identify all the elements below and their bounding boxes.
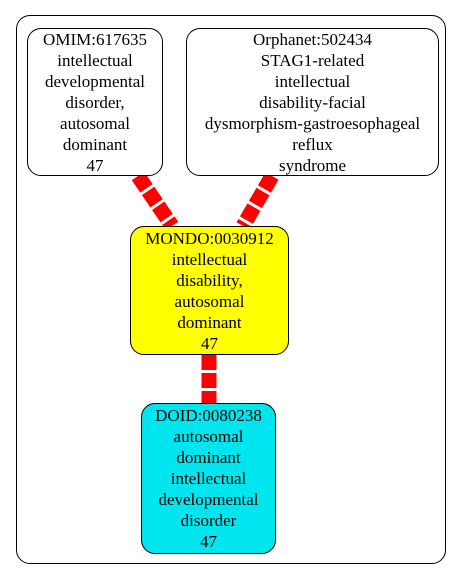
node-label-line: disability-facial <box>259 92 366 112</box>
node-label-line: intellectual <box>171 249 248 269</box>
node-doid[interactable]: DOID:0080238 autosomal dominant intellec… <box>141 403 276 554</box>
node-label-line: intellectual <box>57 50 133 70</box>
node-label-line: developmental <box>158 490 259 509</box>
node-label-line: autosomal <box>174 291 245 311</box>
node-label-line: MONDO:0030912 <box>145 228 274 248</box>
node-label-line: disability, <box>176 270 243 290</box>
node-label-line: disorder <box>180 511 237 530</box>
node-label-line: dysmorphism-gastroesophageal <box>204 113 421 133</box>
node-label-line: intellectual <box>170 469 247 488</box>
node-label-line: reflux <box>292 134 333 154</box>
edge-line <box>236 172 279 230</box>
node-label-line: 47 <box>200 532 217 551</box>
edge-omim-to-mondo <box>131 171 179 231</box>
node-label-line: developmental <box>44 71 146 91</box>
node-label-line: STAG1-related <box>260 50 365 70</box>
node-label-line: 47 <box>200 333 218 353</box>
cluster-boundary <box>16 15 446 564</box>
node-label-line: disorder, <box>65 92 125 112</box>
node-omim[interactable]: OMIM:617635 intellectual developmental d… <box>27 28 163 176</box>
edge-line <box>131 171 179 231</box>
node-label-line: autosomal <box>60 113 130 133</box>
node-label-line: intellectual <box>274 71 351 91</box>
node-orphanet[interactable]: Orphanet:502434 STAG1-related intellectu… <box>186 28 439 176</box>
node-label: OMIM:617635 intellectual developmental d… <box>43 29 147 176</box>
node-label-line: autosomal <box>173 427 244 446</box>
node-mondo[interactable]: MONDO:0030912 intellectual disability, a… <box>130 226 289 355</box>
node-label-line: dominant <box>176 448 241 467</box>
node-label-line: syndrome <box>278 155 347 175</box>
node-label-line: dominant <box>177 312 242 332</box>
node-label: MONDO:0030912 intellectual disability, a… <box>145 228 273 354</box>
node-label: DOID:0080238 autosomal dominant intellec… <box>155 405 262 552</box>
node-label-line: OMIM:617635 <box>43 29 147 49</box>
node-label: Orphanet:502434 STAG1-related intellectu… <box>205 29 420 176</box>
node-label-line: DOID:0080238 <box>155 406 262 425</box>
edge-orphanet-to-mondo <box>236 172 279 230</box>
node-label-line: dominant <box>62 134 128 154</box>
node-label-line: 47 <box>86 155 104 175</box>
node-label-line: Orphanet:502434 <box>253 29 372 49</box>
